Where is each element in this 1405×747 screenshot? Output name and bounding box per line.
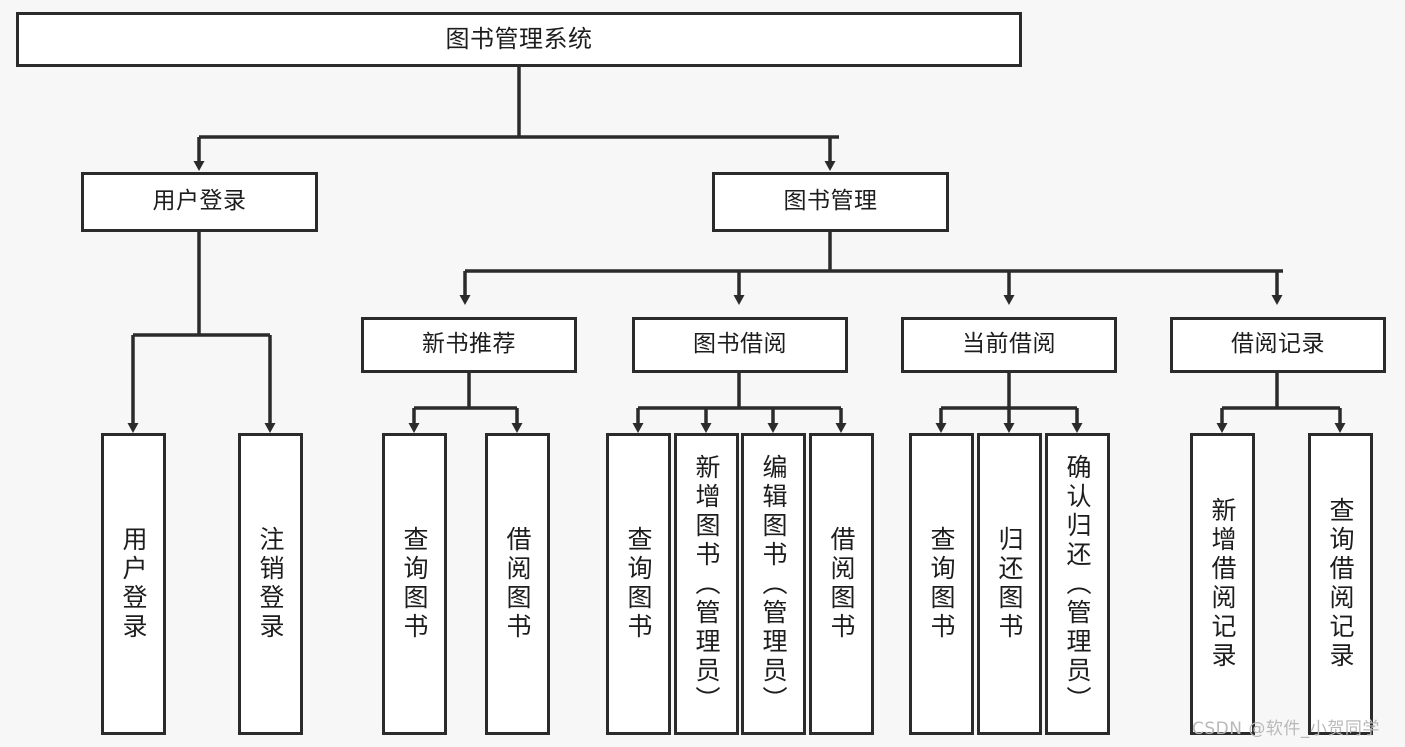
node-current-borrow[interactable]: 当前借阅 [901,317,1117,373]
leaf-add-borrow-record[interactable]: 新增借阅记录 [1190,433,1255,735]
leaf-return-book[interactable]: 归还图书 [977,433,1042,735]
leaf-confirm-return-admin[interactable]: 确认归还（管理员） [1045,433,1110,735]
csdn-watermark: CSDN @软件_小贺同学 [1192,719,1380,739]
node-borrow-record[interactable]: 借阅记录 [1170,317,1386,373]
node-label: 图书借阅 [693,331,787,358]
node-label: 新增图书（管理员） [692,453,721,715]
leaf-query-book-current[interactable]: 查询图书 [909,433,974,735]
node-label: 查询借阅记录 [1326,497,1355,671]
node-label: 用户登录 [152,188,247,215]
node-label: 借阅记录 [1231,331,1325,358]
node-label: 查询图书 [927,526,956,642]
node-new-book-recommend[interactable]: 新书推荐 [361,317,577,373]
node-label: 新增借阅记录 [1208,497,1237,671]
leaf-borrow-book-recommend[interactable]: 借阅图书 [485,433,550,735]
leaf-borrow-book[interactable]: 借阅图书 [809,433,874,735]
leaf-query-book-borrow[interactable]: 查询图书 [606,433,671,735]
leaf-query-book-recommend[interactable]: 查询图书 [382,433,447,735]
node-label: 编辑图书（管理员） [759,453,788,715]
leaf-add-book-admin[interactable]: 新增图书（管理员） [674,433,739,735]
node-label: 确认归还（管理员） [1063,453,1092,715]
node-label: 图书管理 [783,188,878,215]
leaf-user-logout[interactable]: 注销登录 [238,433,303,735]
node-label: 归还图书 [995,526,1024,642]
node-label: 用户登录 [119,526,148,642]
node-label: 图书管理系统 [445,25,593,54]
node-label: 当前借阅 [962,331,1056,358]
leaf-edit-book-admin[interactable]: 编辑图书（管理员） [741,433,806,735]
node-label: 查询图书 [624,526,653,642]
leaf-user-login[interactable]: 用户登录 [101,433,166,735]
node-user-login[interactable]: 用户登录 [81,172,318,232]
node-book-management[interactable]: 图书管理 [712,172,949,232]
node-book-borrow[interactable]: 图书借阅 [632,317,848,373]
node-label: 新书推荐 [422,331,516,358]
node-label: 借阅图书 [827,526,856,642]
node-label: 查询图书 [400,526,429,642]
node-label: 借阅图书 [503,526,532,642]
node-root-system[interactable]: 图书管理系统 [16,12,1022,67]
node-label: 注销登录 [256,526,285,642]
leaf-query-borrow-record[interactable]: 查询借阅记录 [1308,433,1373,735]
